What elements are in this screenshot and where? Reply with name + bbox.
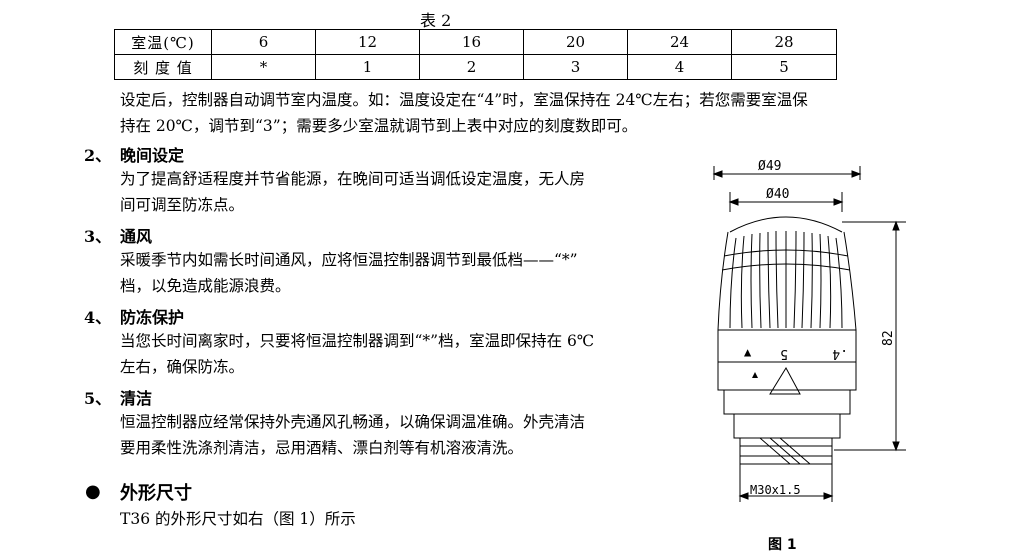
table-cell: 24 [627, 29, 732, 55]
table-cell: 16 [419, 29, 524, 55]
section-number: 5、 [84, 389, 112, 408]
table-cell: 6 [211, 29, 316, 55]
bullet-icon: ● [85, 481, 101, 502]
section-number: 4、 [84, 308, 112, 327]
section-body: 当您长时间离家时，只要将恒温控制器调到“*”档，室温即保持在 6℃ 左右，确保防… [120, 328, 594, 380]
table-cell: * [211, 54, 316, 80]
table-cell: 5 [731, 54, 837, 80]
scale-mark-icon: ▲ [744, 345, 752, 359]
outline-heading: 外形尺寸 [120, 483, 192, 504]
table-row: 室温(℃) 6 12 16 20 24 28 [114, 29, 837, 55]
table-cell: 3 [523, 54, 628, 80]
body-line: 当您长时间离家时，只要将恒温控制器调到“*”档，室温即保持在 6℃ [120, 332, 595, 350]
body-line: 左右，确保防冻。 [120, 358, 245, 376]
pointer-arrow-icon [752, 372, 758, 378]
body-line: 要用柔性洗涤剂清洁，忌用酒精、漂白剂等有机溶液清洗。 [120, 439, 524, 457]
figure-label: 图 1 [768, 537, 797, 553]
intro-line: 设定后，控制器自动调节室内温度。如：温度设定在“4”时，室温保持在 24℃左右；… [120, 91, 808, 109]
table-cell: 1 [315, 54, 420, 80]
table-cell: 2 [419, 54, 524, 80]
section-body: 采暖季节内如需长时间通风，应将恒温控制器调节到最低档——“*” 档，以免造成能源… [120, 247, 578, 299]
body-line: 档，以免造成能源浪费。 [120, 277, 291, 295]
table-cell: 刻 度 值 [114, 54, 212, 80]
scale-mark: 5 [780, 346, 788, 361]
outline-text: T36 的外形尺寸如右（图 1）所示 [120, 510, 356, 528]
inner-diameter-label: Ø40 [766, 187, 789, 202]
section-body: 为了提高舒适程度并节省能源，在晚间可适当调低设定温度，无人房 间可调至防冻点。 [120, 166, 585, 218]
table-row: 刻 度 值 * 1 2 3 4 5 [114, 54, 837, 80]
thread-label: M30x1.5 [750, 483, 801, 497]
table-caption: 表 2 [420, 11, 452, 30]
section-title: 晚间设定 [120, 146, 185, 165]
thermostat-drawing: Ø49 Ø40 82 M30x1.5 ▲ 5 .4 [712, 159, 906, 502]
height-label: 82 [881, 330, 896, 346]
body-line: 恒温控制器应经常保持外壳通风孔畅通，以确保调温准确。外壳清洁 [120, 413, 586, 431]
table-cell: 12 [315, 29, 420, 55]
body-line: 为了提高舒适程度并节省能源，在晚间可适当调低设定温度，无人房 [120, 170, 586, 188]
table-cell: 4 [627, 54, 732, 80]
scale-mark: .4 [832, 346, 848, 361]
section-title: 清洁 [120, 389, 153, 408]
section-number: 3、 [84, 227, 112, 246]
body-line: 间可调至防冻点。 [120, 196, 245, 214]
section-title: 防冻保护 [120, 308, 185, 327]
table-cell: 室温(℃) [114, 29, 212, 55]
body-line: 采暖季节内如需长时间通风，应将恒温控制器调节到最低档——“*” [120, 251, 578, 269]
table-cell: 20 [523, 29, 628, 55]
setting-table: 室温(℃) 6 12 16 20 24 28 刻 度 值 * 1 2 3 4 5 [114, 29, 837, 80]
intro-paragraph: 设定后，控制器自动调节室内温度。如：温度设定在“4”时，室温保持在 24℃左右；… [120, 87, 808, 139]
table-cell: 28 [731, 29, 837, 55]
section-title: 通风 [120, 227, 153, 246]
section-number: 2、 [84, 146, 112, 165]
section-body: 恒温控制器应经常保持外壳通风孔畅通，以确保调温准确。外壳清洁 要用柔性洗涤剂清洁… [120, 409, 585, 461]
intro-line: 持在 20℃，调节到“3”；需要多少室温就调节到上表中对应的刻度数即可。 [120, 117, 638, 135]
outer-diameter-label: Ø49 [758, 159, 781, 174]
